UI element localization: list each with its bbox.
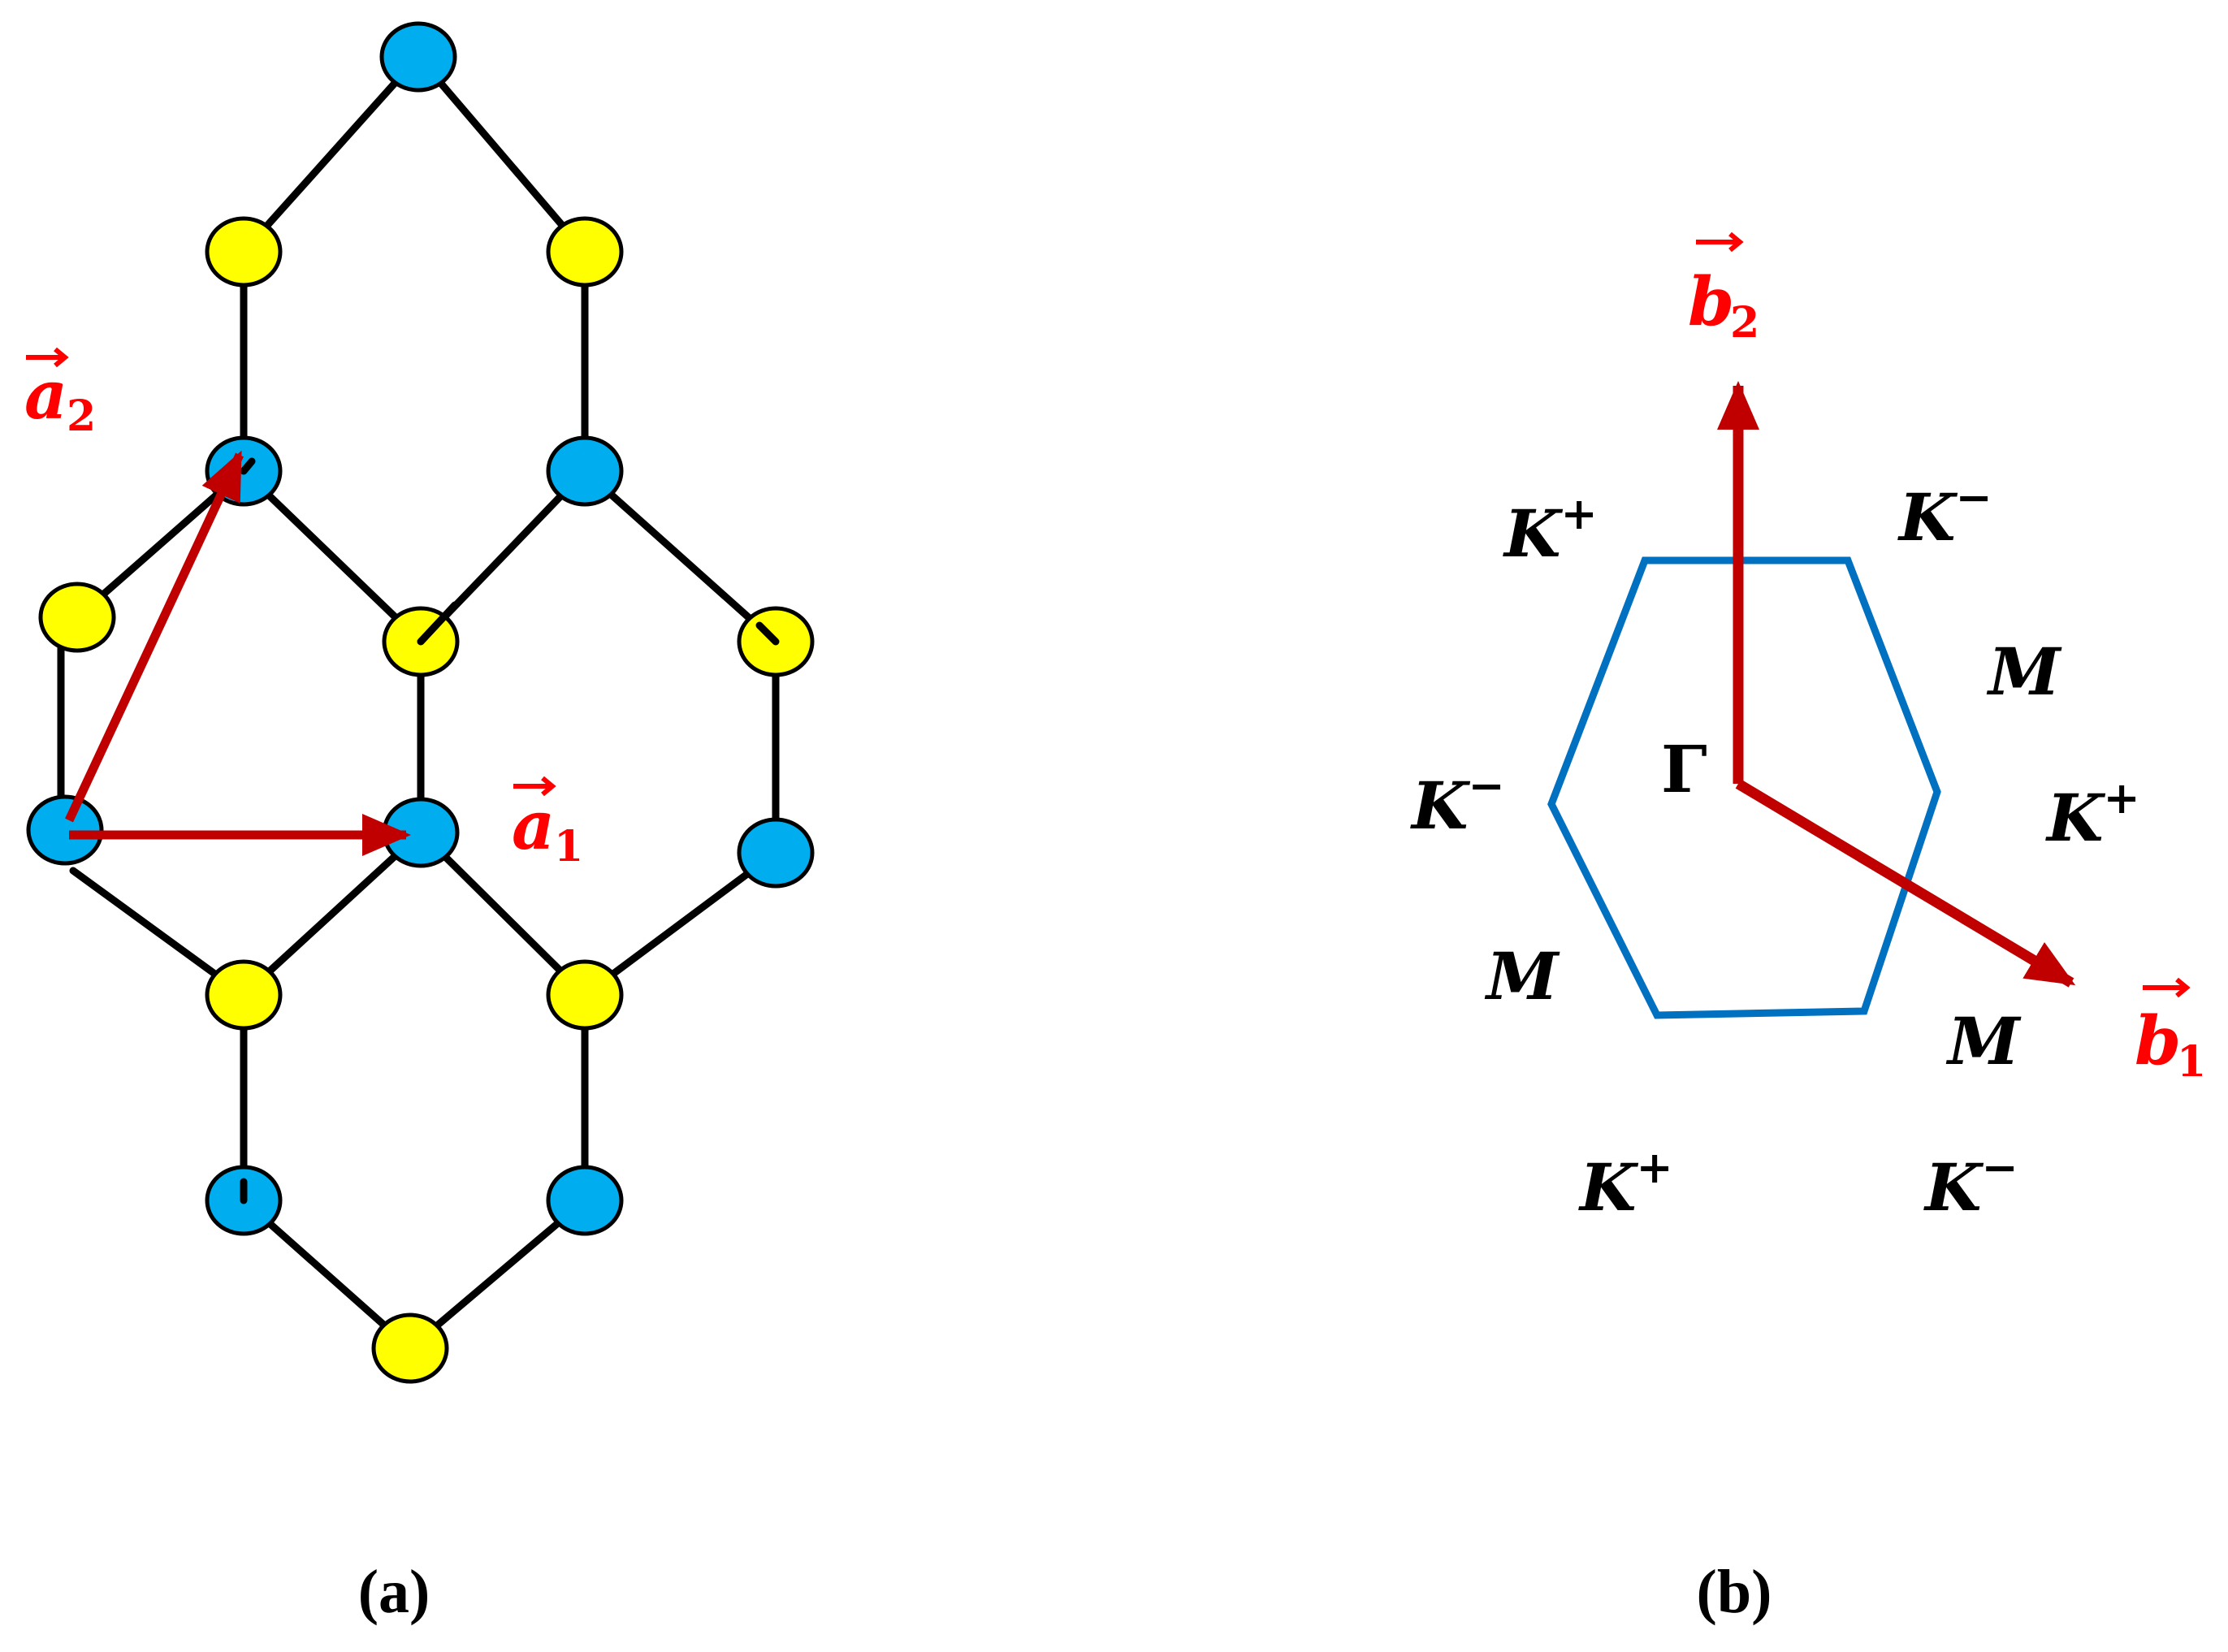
lattice-atoms — [26, 21, 815, 1384]
m-label: M — [1945, 1003, 2022, 1079]
vector-a2-sub: 2 — [67, 391, 96, 441]
gamma-point-label: Γ — [1661, 731, 1707, 807]
k-points: K+ K− K− K+ K+ K− — [1410, 471, 2140, 1226]
atom-blue — [546, 1165, 624, 1236]
atom-yellow — [38, 582, 116, 653]
k-plus-label: K+ — [1503, 487, 1598, 572]
brillouin-zone-hexagon — [1547, 556, 1941, 1019]
vector-b1-arrow — [1735, 779, 2076, 988]
bond — [414, 53, 589, 256]
vector-b1-sub: 1 — [2177, 1037, 2206, 1087]
atom-blue — [26, 794, 104, 866]
panel-a-honeycomb-lattice: a 2 a 1 (a) — [24, 21, 815, 1626]
m-points: M M M — [1484, 634, 2062, 1079]
vector-a2-arrow — [65, 450, 244, 823]
vector-arrow-icon — [513, 776, 556, 797]
atom-yellow — [546, 959, 624, 1031]
atom-yellow — [205, 216, 283, 288]
vector-a2-base: a — [24, 357, 67, 435]
k-plus-label: K+ — [2045, 772, 2140, 856]
reciprocal-vectors-b — [1717, 381, 2076, 988]
panel-a-caption: (a) — [358, 1558, 430, 1626]
k-plus-label: K+ — [1578, 1141, 1673, 1226]
k-minus-label: K− — [1410, 759, 1505, 844]
vector-b2-base: b — [1688, 263, 1734, 341]
bond — [240, 828, 425, 999]
primitive-vectors-a — [65, 450, 411, 856]
bond — [240, 467, 425, 646]
atom-blue — [379, 21, 457, 93]
k-minus-label: K− — [1923, 1141, 2018, 1226]
bond — [581, 849, 780, 999]
atom-yellow — [205, 959, 283, 1031]
vector-b1-base: b — [2135, 1002, 2181, 1080]
vector-a1-label: a 1 — [512, 776, 583, 871]
vector-a1-base: a — [512, 787, 555, 865]
bond-stub — [755, 621, 780, 646]
atom-yellow — [371, 1313, 449, 1384]
vector-arrow-icon — [1696, 231, 1744, 253]
vector-arrow-icon — [2143, 977, 2191, 998]
bond-stub — [240, 457, 256, 475]
m-label: M — [1484, 938, 1560, 1014]
bond — [406, 1196, 589, 1352]
vector-arrow-icon — [26, 347, 69, 368]
atom-blue — [737, 817, 815, 889]
atom-yellow — [546, 216, 624, 288]
panel-b-caption: (b) — [1697, 1558, 1772, 1626]
m-label: M — [1986, 634, 2062, 710]
vector-a1-sub: 1 — [554, 822, 583, 871]
vector-b1-label: b 1 — [2135, 977, 2206, 1087]
panel-b-brillouin-zone: Γ b 2 b 1 K+ K− K− K+ K+ K− — [1410, 231, 2206, 1626]
bond-stub — [417, 601, 459, 646]
bond — [240, 53, 422, 256]
k-minus-label: K− — [1897, 471, 1992, 556]
bond — [581, 467, 780, 646]
vector-b2-label: b 2 — [1688, 231, 1759, 348]
lattice-bonds — [57, 53, 780, 1352]
bond — [240, 1196, 414, 1352]
vector-a2-label: a 2 — [24, 347, 96, 441]
bond — [417, 828, 589, 999]
atom-blue — [546, 435, 624, 507]
vector-b2-sub: 2 — [1730, 298, 1759, 348]
